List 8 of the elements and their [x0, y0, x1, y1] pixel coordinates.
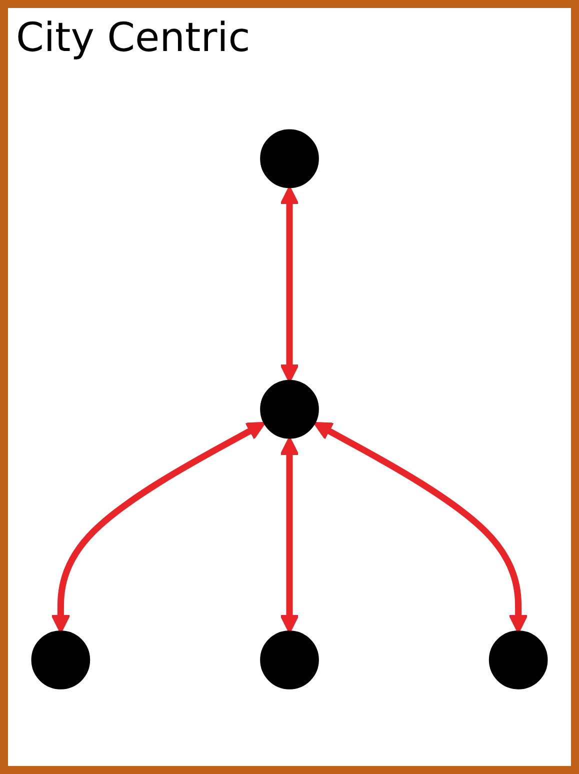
node-circle: [260, 630, 319, 690]
title: City Centric: [16, 16, 250, 60]
arrow: [313, 422, 528, 634]
node-circle: [260, 128, 319, 188]
arrow: [51, 422, 266, 634]
node-circle: [488, 630, 548, 690]
node-circle: [31, 630, 90, 690]
node-circle: [260, 380, 319, 438]
